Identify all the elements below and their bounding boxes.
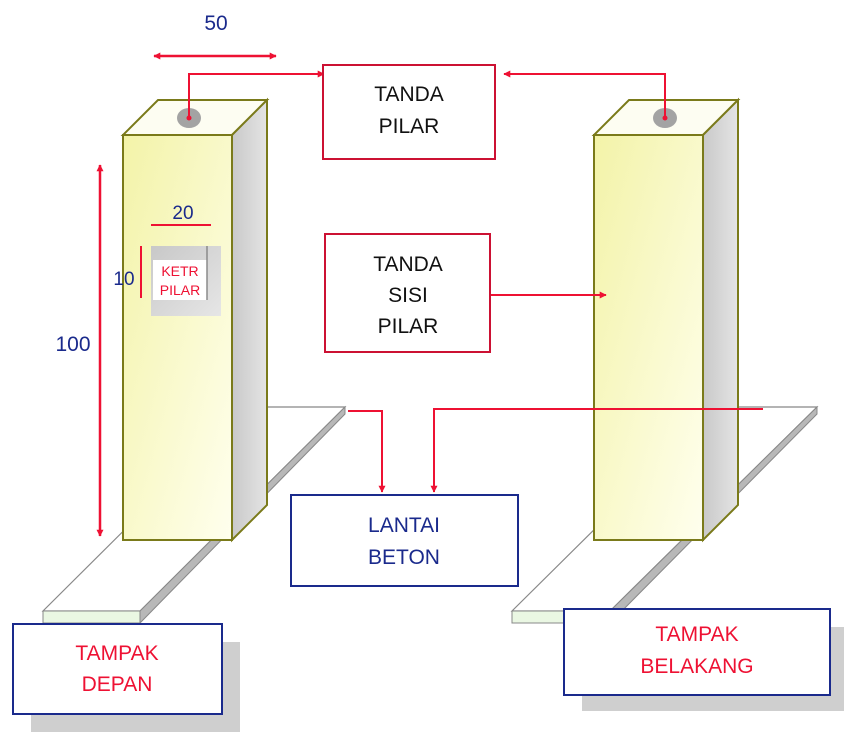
arrow-left-pillar-mark [188,70,325,118]
plate-height-label: 10 [113,269,134,290]
svg-text:TANDA: TANDA [373,253,443,276]
svg-text:PILAR: PILAR [378,315,439,338]
svg-text:BETON: BETON [368,546,440,569]
svg-text:TAMPAK: TAMPAK [75,642,158,665]
plate-text-line2: PILAR [160,282,200,298]
tanda-pilar-box: TANDA PILAR [322,64,496,160]
svg-text:PILAR: PILAR [379,115,440,138]
tanda-sisi-pilar-box: TANDA SISI PILAR [324,233,491,353]
right-pillar [591,97,741,543]
svg-text:TAMPAK: TAMPAK [655,623,738,646]
plate-text-line1: KETR [161,263,198,279]
pillar-info-plate: KETR PILAR [151,246,221,316]
left-pillar [120,97,270,543]
svg-text:DEPAN: DEPAN [82,673,153,696]
tampak-depan-box: TAMPAK DEPAN [12,623,240,732]
width-dimension-label: 50 [204,12,227,35]
arrow-floor-left [348,410,386,493]
tampak-belakang-box: TAMPAK BELAKANG [563,608,844,711]
svg-text:SISI: SISI [388,284,428,307]
svg-text:BELAKANG: BELAKANG [640,655,753,678]
arrow-right-pillar-mark [503,70,666,118]
arrow-floor-right [430,408,763,493]
height-dimension-label: 100 [55,333,90,356]
svg-text:TANDA: TANDA [374,83,444,106]
plate-width-label: 20 [172,203,193,224]
lantai-beton-box: LANTAI BETON [290,494,519,587]
svg-text:LANTAI: LANTAI [368,514,440,537]
